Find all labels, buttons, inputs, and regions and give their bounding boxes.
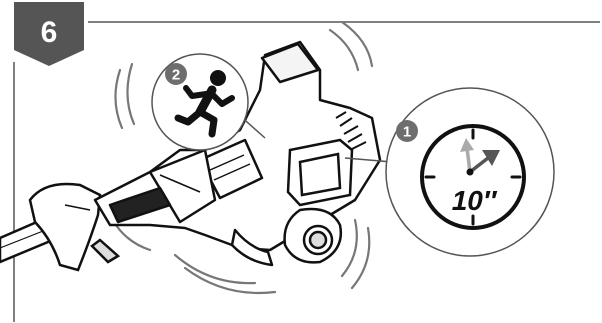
step-number: 6 <box>41 16 58 49</box>
timer-icon: 10″ <box>422 126 524 228</box>
step-badge: 6 <box>14 2 84 66</box>
timer-label: 10″ <box>452 185 498 216</box>
callout-number-2: 2 <box>172 67 180 84</box>
release-latch <box>288 140 352 205</box>
callout-timer: 10″ 1 <box>345 88 554 256</box>
callout-number-1: 1 <box>403 124 411 141</box>
